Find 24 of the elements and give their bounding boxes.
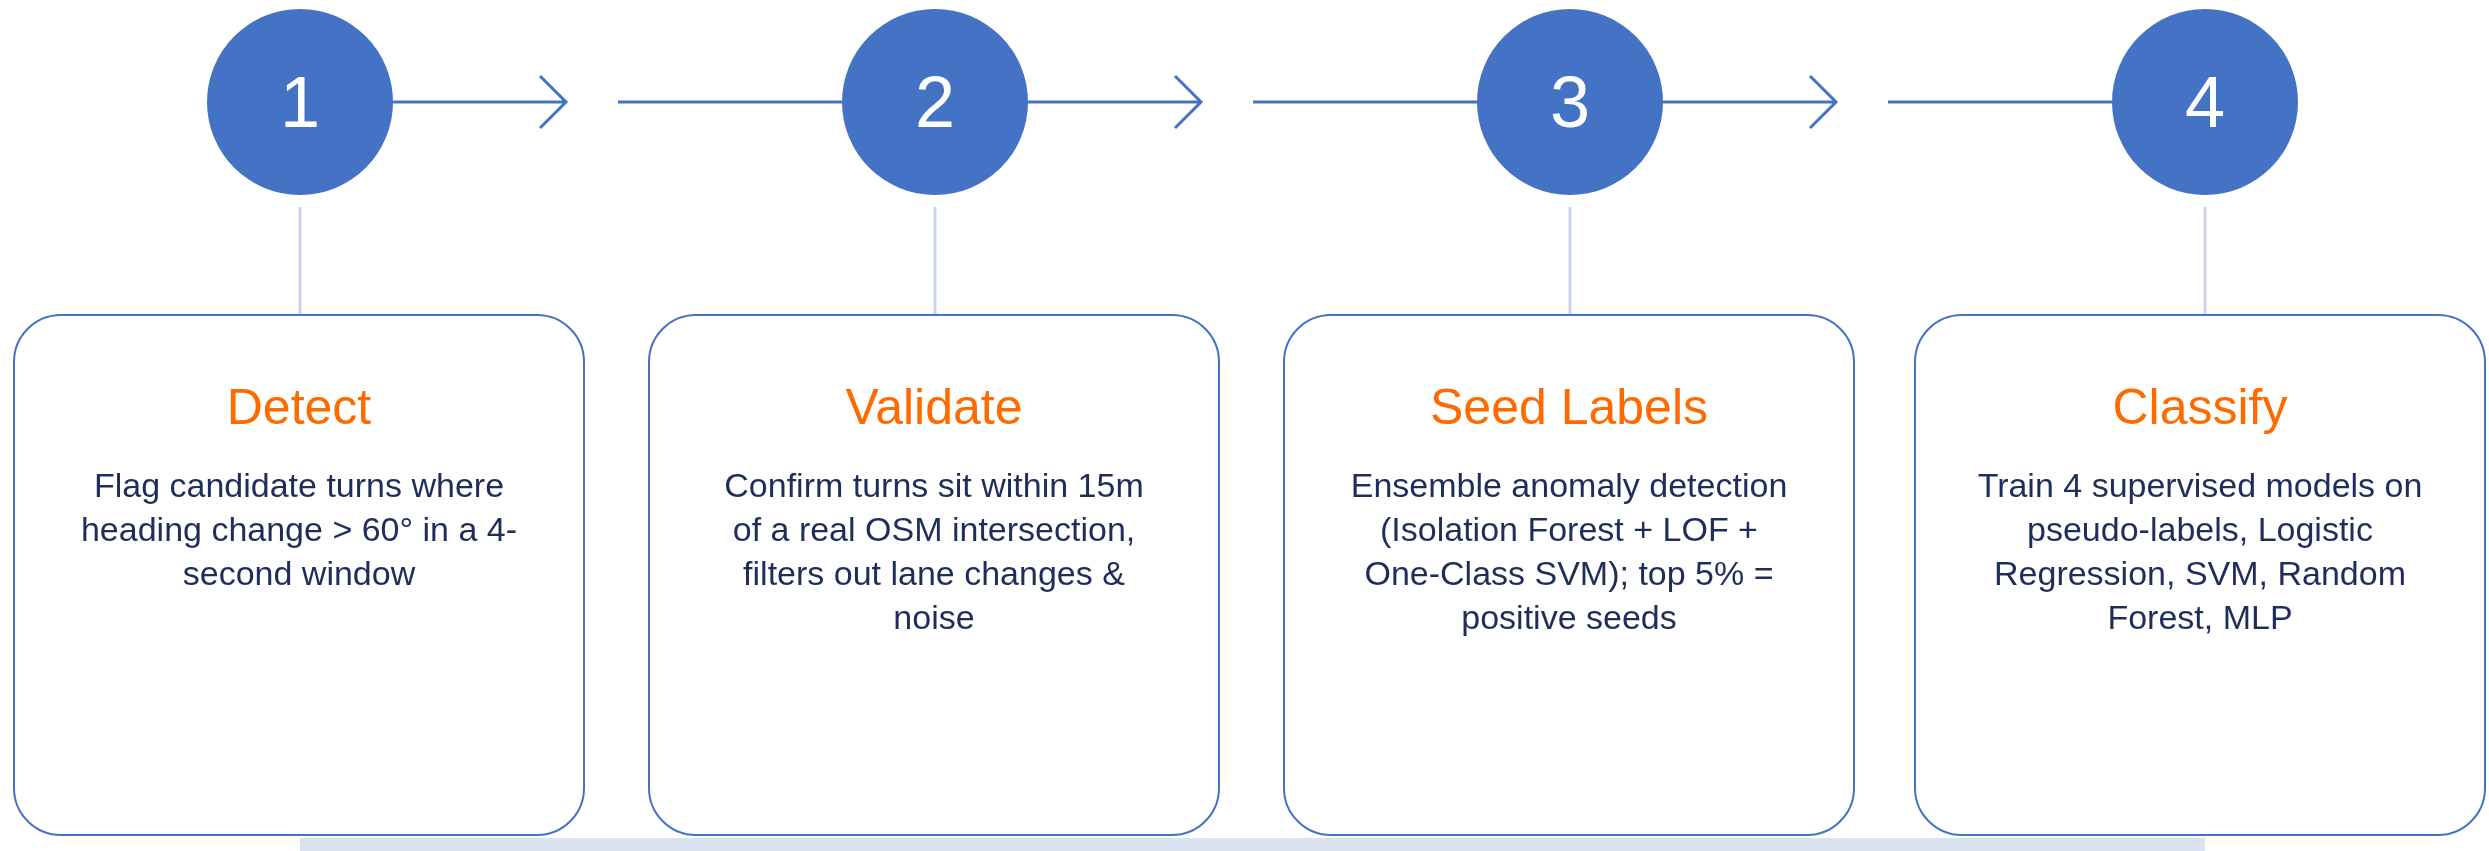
connector-line (933, 207, 937, 314)
connector-line (2203, 207, 2207, 314)
step-number: 1 (279, 66, 320, 138)
step-description: Train 4 supervised models on pseudo-labels, Logistic Regression, SVM, Random Forest, MLP (1976, 464, 2424, 639)
connector-line (298, 207, 302, 314)
baseline-bar (300, 838, 2205, 851)
step-number: 2 (914, 66, 955, 138)
step-card (1914, 314, 2486, 836)
step-description: Ensemble anomaly detection (Isolation Forest + LOF + One-Class SVM); top 5% = positive seeds (1349, 464, 1789, 639)
step-card (1283, 314, 1855, 836)
step-title: Classify (2112, 378, 2288, 437)
step-title: Seed Labels (1430, 378, 1708, 437)
step-description: Flag candidate turns where heading change > 60° in a 4-second window (79, 464, 519, 594)
connector-line (1888, 100, 2112, 104)
step-number: 3 (1549, 66, 1590, 138)
step-title: Validate (845, 378, 1023, 437)
connector-line (1253, 100, 1477, 104)
connector-line (1568, 207, 1572, 314)
step-card (648, 314, 1220, 836)
step-title: Detect (226, 378, 372, 437)
step-number: 4 (2184, 66, 2225, 138)
step-card (13, 314, 585, 836)
step-description: Confirm turns sit within 15m of a real OSM intersection, filters out lane changes & noise (723, 464, 1145, 639)
connector-line (618, 100, 842, 104)
